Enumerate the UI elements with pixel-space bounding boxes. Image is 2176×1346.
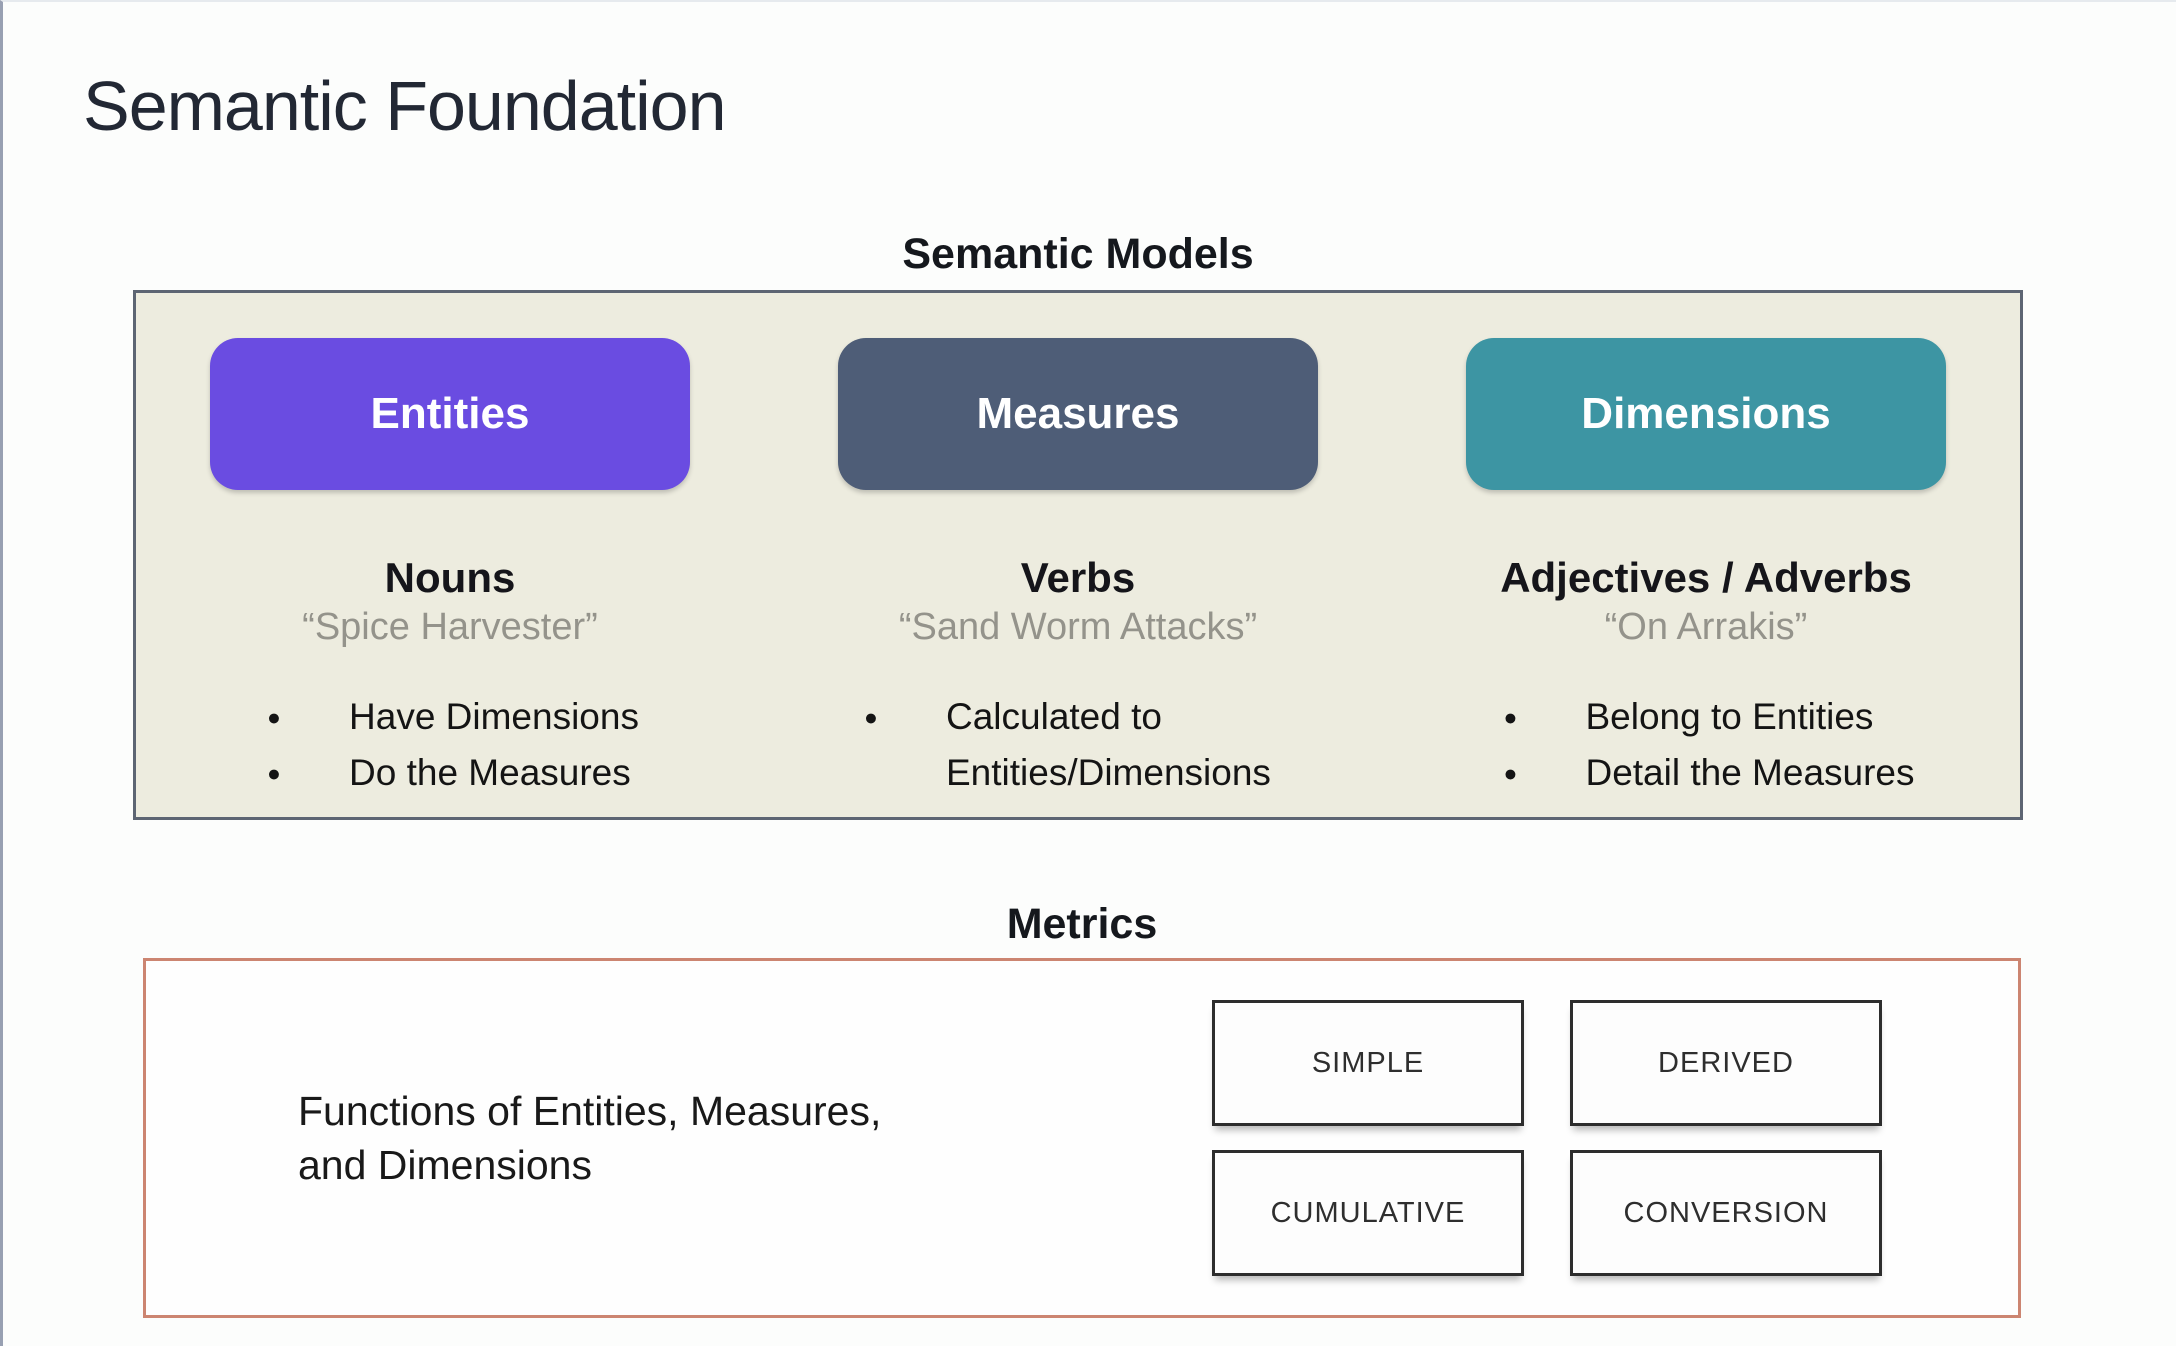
measures-quote: “Sand Worm Attacks” xyxy=(898,606,1258,648)
dimensions-column: Dimensions Adjectives / Adverbs “On Arra… xyxy=(1392,293,2020,817)
metric-type-cumulative: CUMULATIVE xyxy=(1212,1150,1524,1276)
page-title: Semantic Foundation xyxy=(83,67,727,145)
dimensions-quote: “On Arrakis” xyxy=(1604,606,1808,648)
metric-type-simple: SIMPLE xyxy=(1212,1000,1524,1126)
metrics-heading: Metrics xyxy=(1006,900,1158,948)
entities-quote: “Spice Harvester” xyxy=(302,606,598,648)
dimensions-bullets: Belong to Entities Detail the Measures xyxy=(1392,689,2020,801)
dimensions-pill: Dimensions xyxy=(1466,338,1946,490)
metrics-panel: Functions of Entities, Measures, and Dim… xyxy=(143,958,2021,1318)
entities-column: Entities Nouns “Spice Harvester” Have Di… xyxy=(136,293,764,817)
measures-subtitle: Verbs xyxy=(1020,554,1136,601)
bullet-item: Do the Measures xyxy=(261,745,639,801)
semantic-models-heading: Semantic Models xyxy=(902,230,1254,278)
metric-types-grid: SIMPLE DERIVED CUMULATIVE CONVERSION xyxy=(1212,1000,1882,1276)
entities-subtitle: Nouns xyxy=(384,554,516,601)
dimensions-subtitle: Adjectives / Adverbs xyxy=(1500,554,1912,601)
bullet-item: Belong to Entities xyxy=(1497,689,1914,745)
metrics-description: Functions of Entities, Measures, and Dim… xyxy=(298,1087,882,1188)
measures-pill: Measures xyxy=(838,338,1318,490)
bullet-item: Have Dimensions xyxy=(261,689,639,745)
semantic-models-panel: Entities Nouns “Spice Harvester” Have Di… xyxy=(133,290,2023,820)
measures-bullets: Calculated to Entities/Dimensions xyxy=(764,689,1392,801)
entities-pill: Entities xyxy=(210,338,690,490)
measures-column: Measures Verbs “Sand Worm Attacks” Calcu… xyxy=(764,293,1392,817)
metric-type-derived: DERIVED xyxy=(1570,1000,1882,1126)
metric-type-conversion: CONVERSION xyxy=(1570,1150,1882,1276)
entities-bullets: Have Dimensions Do the Measures xyxy=(136,689,764,801)
bullet-item: Detail the Measures xyxy=(1497,745,1914,801)
bullet-item: Calculated to Entities/Dimensions xyxy=(858,689,1298,801)
